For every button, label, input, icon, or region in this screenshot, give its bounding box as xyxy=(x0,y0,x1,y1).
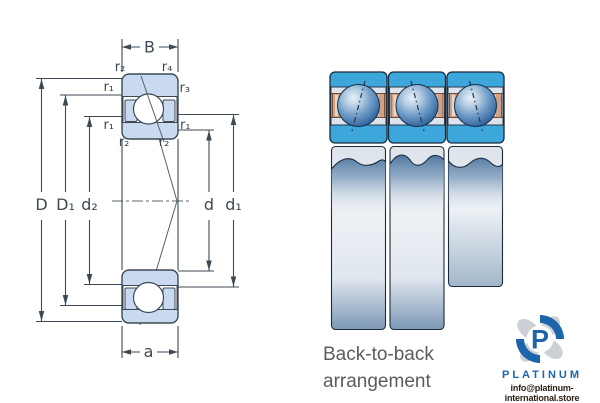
dimension-B: B xyxy=(121,38,179,72)
bearing-unit-1 xyxy=(329,71,388,144)
cage-bar xyxy=(162,99,176,122)
contact-line xyxy=(351,80,366,132)
logo-monogram: P xyxy=(531,325,549,355)
label-r2-top-left: r₂ xyxy=(115,60,126,75)
shaft-sections xyxy=(330,145,504,331)
dimension-d2: d₂ xyxy=(81,115,122,286)
logo-swooshes xyxy=(516,315,564,363)
arrangement-caption: Back-to-back arrangement xyxy=(323,341,449,399)
brand-name: PLATINUM xyxy=(501,369,582,381)
logo-center xyxy=(526,325,554,353)
ball-lower xyxy=(132,281,165,314)
cage-bar xyxy=(162,287,176,310)
label-d: d xyxy=(204,195,214,214)
shaft-1-wave-shade xyxy=(331,158,386,213)
label-d2: d₂ xyxy=(81,195,98,214)
bearing-unit-3 xyxy=(446,71,505,144)
label-a: a xyxy=(144,342,154,361)
label-r1-lower-right: r₁ xyxy=(180,118,191,133)
label-r4-top-right: r₄ xyxy=(162,60,173,75)
bearing-arrangement-illustration xyxy=(329,71,505,331)
dimension-d: d xyxy=(178,129,214,272)
bearing-units xyxy=(329,71,505,144)
bearing-face-lines xyxy=(121,139,179,270)
contact-line xyxy=(468,80,484,132)
shaft-2-break-line xyxy=(389,154,445,166)
label-D1: D₁ xyxy=(56,195,75,214)
brand-email: info@platinum-international.store xyxy=(504,383,580,403)
label-r3-upper-right: r₃ xyxy=(180,81,191,96)
dimension-d1: d₁ xyxy=(178,113,242,288)
lower-ring-section xyxy=(121,269,179,324)
bearing-cross-section-diagram: B a D D₁ d₂ xyxy=(35,38,242,362)
caption-line-1: Back-to-back xyxy=(323,344,434,365)
label-r1-lower-left: r₁ xyxy=(103,118,114,133)
label-r1-upper-left: r₁ xyxy=(103,80,114,95)
label-D: D xyxy=(35,195,47,214)
label-r2-bottom-left: r₂ xyxy=(119,135,130,150)
shaft-2-wave-shade xyxy=(390,155,444,213)
dimension-D: D xyxy=(35,77,122,323)
shaft-3-break-line xyxy=(448,157,503,168)
dimension-D1: D₁ xyxy=(56,94,122,307)
dimension-a: a xyxy=(121,326,179,361)
platinum-logo-mark: P xyxy=(516,315,564,363)
shaft-3-wave-shade xyxy=(448,158,503,213)
label-B: B xyxy=(144,38,155,57)
bearing-unit-2 xyxy=(387,71,447,144)
shaft-1-break-line xyxy=(331,158,387,170)
contact-line xyxy=(410,80,425,132)
upper-ring-section xyxy=(121,73,179,143)
label-r2-bottom-right: r₂ xyxy=(159,135,170,150)
ball-upper xyxy=(132,93,165,125)
radius-labels: r₂ r₄ r₁ r₃ r₁ r₁ r₂ r₂ xyxy=(103,60,190,150)
caption-line-2: arrangement xyxy=(323,371,431,392)
label-d1: d₁ xyxy=(225,195,242,214)
